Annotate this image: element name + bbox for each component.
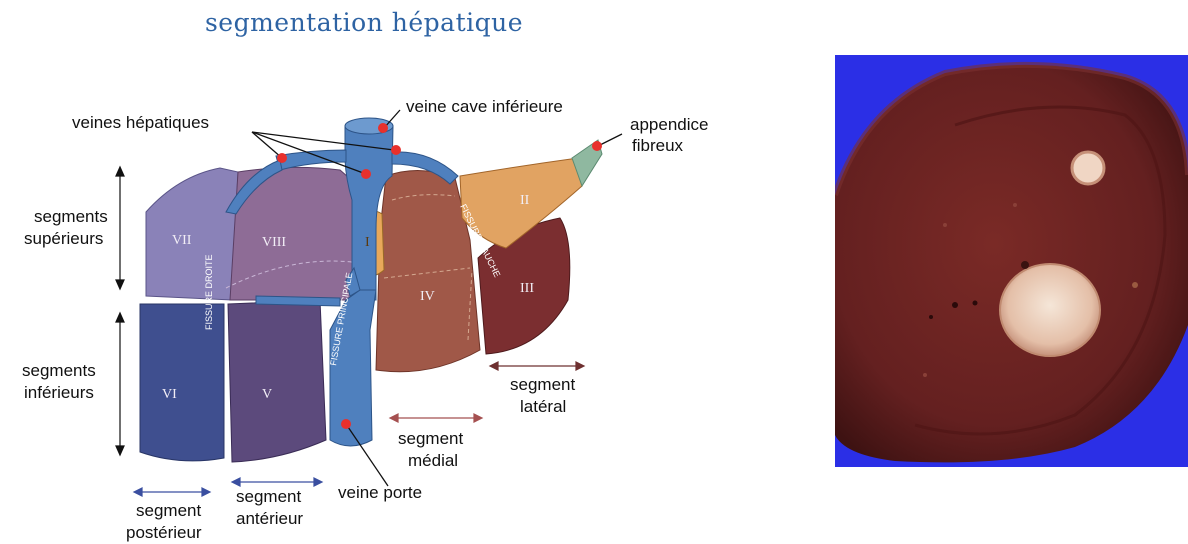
label-segment-vi: VI xyxy=(162,387,177,402)
marker-veine-hepatique-1 xyxy=(277,153,287,163)
label-segment-iv: IV xyxy=(420,289,435,304)
label-veine-cave-inferieure: veine cave inférieure xyxy=(406,97,563,116)
label-segments-inferieurs-1: segments xyxy=(22,361,96,380)
segment-v xyxy=(228,300,326,462)
liver-specimen-photo xyxy=(835,55,1188,467)
marker-veine-hepatique-3 xyxy=(391,145,401,155)
label-veines-hepatiques: veines hépatiques xyxy=(72,113,209,132)
label-segment-lateral-2: latéral xyxy=(520,397,566,416)
marker-veine-porte xyxy=(341,419,351,429)
label-segment-i: I xyxy=(365,235,370,250)
label-segment-posterieur-1: segment xyxy=(136,501,201,520)
label-segments-superieurs-2: supérieurs xyxy=(24,229,103,248)
label-segment-posterieur-2: postérieur xyxy=(126,523,202,542)
label-segment-v: V xyxy=(262,387,272,402)
label-segment-iii: III xyxy=(520,281,534,296)
label-segment-anterieur-1: segment xyxy=(236,487,301,506)
label-segments-superieurs-1: segments xyxy=(34,207,108,226)
liver-segmentation-diagram: VII VIII I IV II III VI V FISSURE DROITE… xyxy=(0,0,760,544)
segment-vii xyxy=(146,168,238,300)
label-segments-inferieurs-2: inférieurs xyxy=(24,383,94,402)
marker-veine-cave xyxy=(378,123,388,133)
label-segment-vii: VII xyxy=(172,233,192,248)
label-fibreux: fibreux xyxy=(632,136,684,155)
label-fissure-droite: FISSURE DROITE xyxy=(204,254,214,330)
small-nodule xyxy=(1072,152,1104,184)
label-segment-viii: VIII xyxy=(262,235,286,250)
marker-veine-hepatique-2 xyxy=(361,169,371,179)
label-veine-porte: veine porte xyxy=(338,483,422,502)
label-segment-medial-1: segment xyxy=(398,429,463,448)
marker-appendice xyxy=(592,141,602,151)
large-tumor xyxy=(1000,264,1100,356)
label-appendice: appendice xyxy=(630,115,708,134)
label-segment-ii: II xyxy=(520,193,530,208)
label-segment-medial-2: médial xyxy=(408,451,458,470)
label-segment-lateral-1: segment xyxy=(510,375,575,394)
label-segment-anterieur-2: antérieur xyxy=(236,509,303,528)
